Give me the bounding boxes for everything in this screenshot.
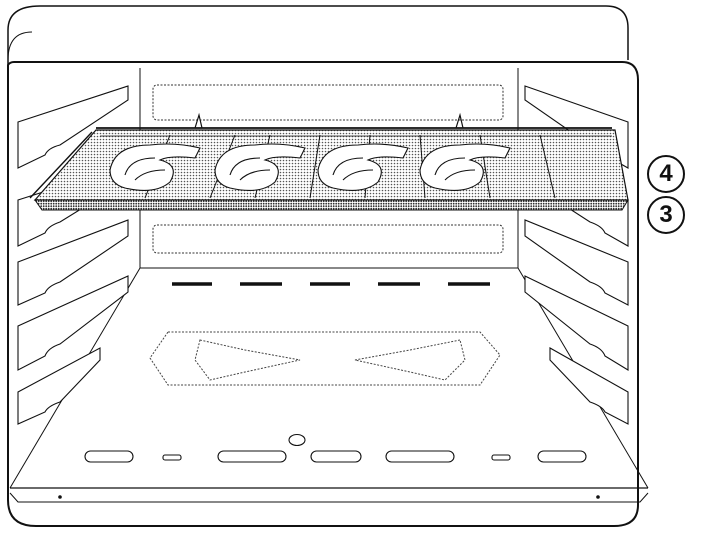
floor-vents [84,433,587,463]
left-shelf-rails [17,85,129,425]
food-items [109,143,511,191]
shelf-level-4-label: 4 [647,155,685,193]
oven-frame [40,5,629,60]
shelf-level-3-label: 3 [647,196,685,234]
